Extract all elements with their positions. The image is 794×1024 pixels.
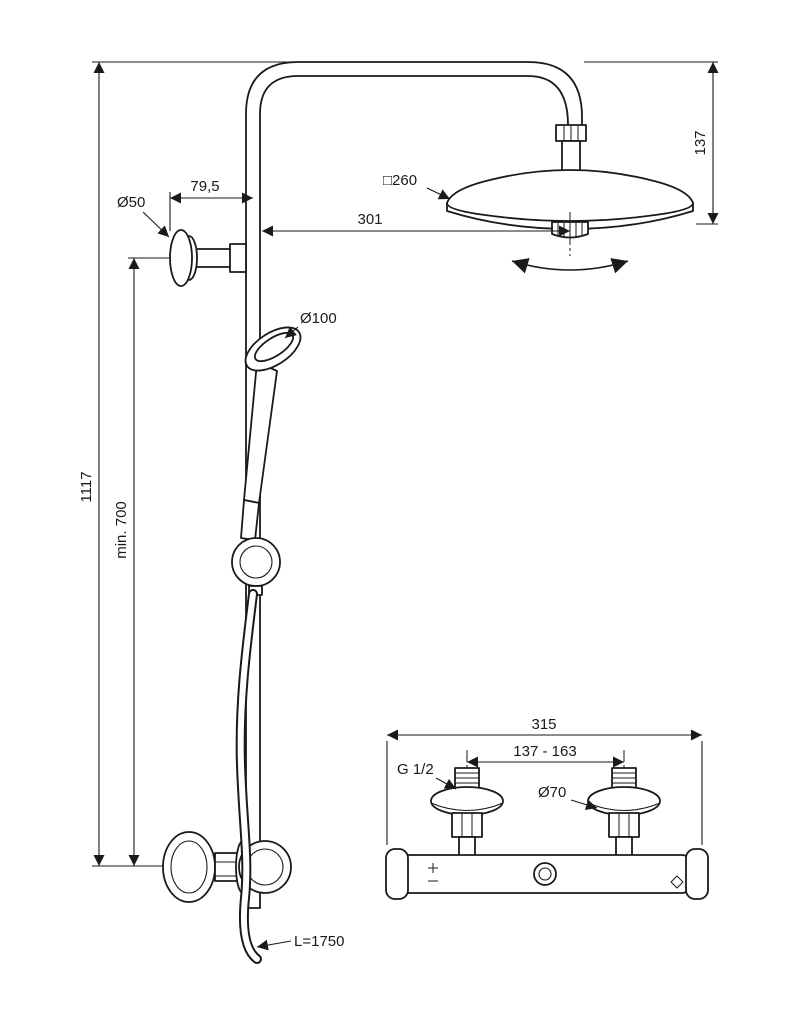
leader-escutcheon [570, 799, 598, 811]
label-overall-height: 1117 [78, 471, 95, 502]
label-connection-spacing: 137 - 163 [513, 743, 576, 760]
label-head-size: □260 [383, 172, 417, 189]
hand-shower [231, 326, 302, 596]
body-markings [428, 863, 684, 889]
bracket-collar [229, 243, 247, 273]
label-bracket-diameter: Ø50 [117, 194, 145, 211]
wall-bracket [169, 229, 247, 287]
label-mixer-width: 315 [531, 716, 556, 733]
leader-handspray [284, 326, 299, 339]
mixer-detail [385, 750, 709, 900]
bracket-flange [169, 229, 193, 287]
bottom-connection [162, 831, 292, 903]
left-hex-nut [451, 812, 483, 838]
left-escutcheon-rim [430, 802, 504, 811]
riser-pipe-outer [245, 61, 583, 909]
label-hose-length: L=1750 [294, 933, 344, 950]
center-button [533, 862, 557, 886]
right-neck [615, 836, 633, 858]
holder-ring [231, 537, 281, 587]
dimensions: 1117 min. 700 79,5 Ø50 137 □260 301 Ø100… [78, 61, 719, 951]
holder-ring-inner [239, 545, 273, 579]
label-min-height: min. 700 [113, 501, 130, 559]
center-button-inner [538, 867, 552, 881]
leader-connection-thread [435, 777, 457, 790]
riser-pipe-inner [259, 75, 569, 909]
leader-head-size [426, 187, 451, 200]
handle [243, 361, 278, 504]
label-handspray-diameter: Ø100 [300, 310, 337, 327]
swivel-arrow [511, 258, 629, 274]
right-hex-nut [608, 812, 640, 838]
leader-hose-length [256, 939, 292, 951]
label-connection-thread: G 1/2 [397, 761, 434, 778]
head-neck [561, 140, 581, 172]
label-escutcheon-diameter: Ø70 [538, 784, 566, 801]
label-head-drop: 137 [692, 130, 709, 155]
hose-cone [240, 499, 260, 541]
right-handle-cap [685, 848, 709, 900]
inlet-flange-inner [170, 840, 208, 894]
brand-diamond-icon [670, 875, 684, 889]
left-neck [458, 836, 476, 858]
leader-bracket-diameter [142, 211, 170, 238]
label-head-reach: 301 [357, 211, 382, 228]
inlet-hex-nut [214, 852, 238, 882]
shower-hose-core [237, 591, 260, 962]
label-bracket-offset: 79,5 [190, 178, 219, 195]
shower-column [162, 61, 694, 964]
left-handle-cap [385, 848, 409, 900]
